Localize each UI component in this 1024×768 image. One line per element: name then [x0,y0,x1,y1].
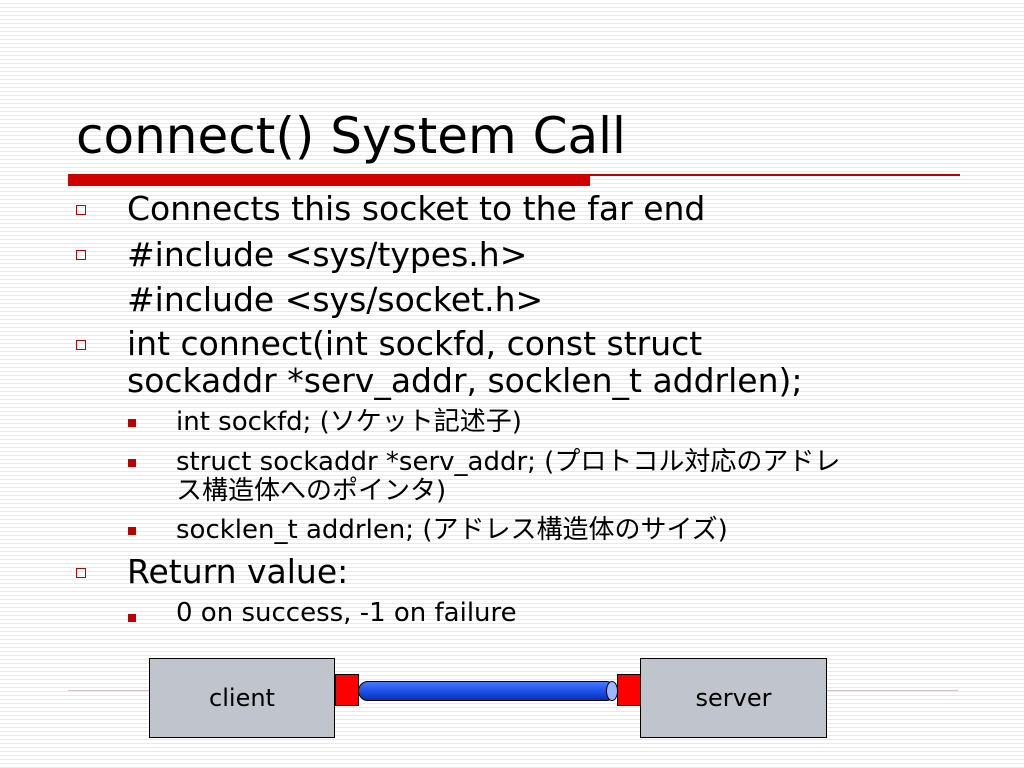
connection-pipe [358,681,616,701]
sub-bullet-square-icon [128,459,136,467]
title-underline-bar [68,174,590,186]
server-box: server [640,658,827,738]
server-socket-endpoint [617,674,641,706]
bullet-square-icon [76,568,86,578]
sub-bullet-text-servaddr-line2: ス構造体へのポインタ) [176,476,447,506]
slide-title: connect() System Call [76,107,626,165]
bullet-square-icon [76,205,86,215]
sub-bullet-square-icon [128,419,136,427]
client-socket-endpoint [335,674,359,706]
client-label: client [209,684,275,712]
bullet-text-signature-line1: int connect(int sockfd, const struct [127,324,703,363]
bullet-text: Connects this socket to the far end [127,189,706,228]
sub-bullet-text-return-codes: 0 on success, -1 on failure [176,598,517,628]
sub-bullet-square-icon [128,527,136,535]
bullet-text-include-types: #include <sys/types.h> [127,235,528,274]
sub-bullet-text-addrlen: socklen_t addrlen; (アドレス構造体のサイズ) [176,515,728,545]
client-box: client [149,658,335,738]
sub-bullet-square-icon [128,614,136,622]
bullet-square-icon [76,340,86,350]
bullet-square-icon [76,250,86,260]
bullet-text-signature-line2: sockaddr *serv_addr, socklen_t addrlen); [127,361,803,400]
title-underline-rule [590,174,960,176]
bullet-text-include-socket: #include <sys/socket.h> [127,280,544,319]
server-label: server [695,684,772,712]
sub-bullet-text-servaddr-line1: struct sockaddr *serv_addr; (プロトコル対応のアドレ [176,447,841,477]
bullet-text-return-value: Return value: [127,552,349,591]
sub-bullet-text-sockfd: int sockfd; (ソケット記述子) [176,407,522,437]
